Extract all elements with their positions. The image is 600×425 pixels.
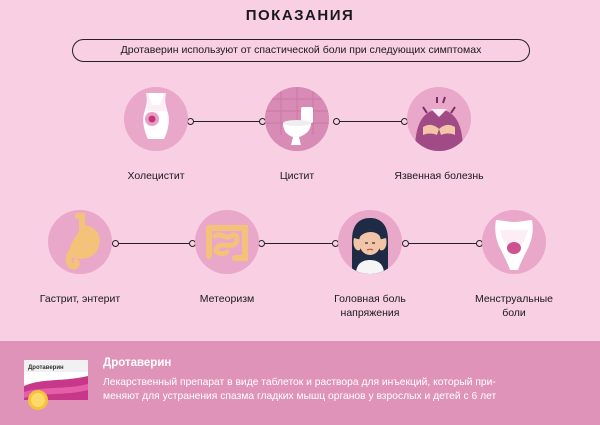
connector-dot <box>333 118 340 125</box>
footer-line2: меняют для устранения спазма гладких мыш… <box>103 391 497 402</box>
connector-line <box>261 243 338 245</box>
connector-line <box>405 243 482 245</box>
label-gastritis: Гастрит, энтерит <box>39 293 121 305</box>
info-footer: Дротаверин Дротаверин Лекарственный преп… <box>0 341 600 425</box>
footer-description: Лекарственный препарат в виде таблеток и… <box>103 376 588 404</box>
footer-title: Дротаверин <box>103 357 172 369</box>
headache-woman-icon <box>338 210 402 274</box>
label-headache-line2: напряжения <box>340 307 400 319</box>
torso-icon <box>124 87 188 151</box>
connector-dot <box>258 240 265 247</box>
connector-line <box>336 121 407 123</box>
connector-dot <box>187 118 194 125</box>
intestines-icon <box>195 210 259 274</box>
connector-dot <box>112 240 119 247</box>
stomach-pain-icon <box>407 87 471 151</box>
page-title: ПОКАЗАНИЯ <box>245 7 355 24</box>
pelvis-icon <box>482 210 546 274</box>
stomach-icon <box>48 210 112 274</box>
label-ulcer: Язвенная болезнь <box>394 170 484 182</box>
label-menstrual: Менструальные боли <box>449 292 579 320</box>
label-menstrual-line2: боли <box>502 307 526 319</box>
connector-line <box>115 243 195 245</box>
pack-label: Дротаверин <box>28 365 64 371</box>
label-menstrual-line1: Менструальные <box>474 293 554 305</box>
label-cystitis: Цистит <box>279 170 315 182</box>
connector-line <box>190 121 265 123</box>
label-headache-line1: Головная боль <box>334 293 406 305</box>
label-headache: Головная боль напряжения <box>305 292 435 320</box>
toilet-icon <box>265 87 329 151</box>
subtitle-pill: Дротаверин используют от спастической бо… <box>72 39 530 62</box>
connector-dot <box>402 240 409 247</box>
medicine-pack-icon: Дротаверин <box>22 356 90 412</box>
label-cholecystitis: Холецистит <box>127 170 185 182</box>
label-meteorism: Метеоризм <box>199 293 255 305</box>
footer-line1: Лекарственный препарат в виде таблеток и… <box>103 377 496 388</box>
